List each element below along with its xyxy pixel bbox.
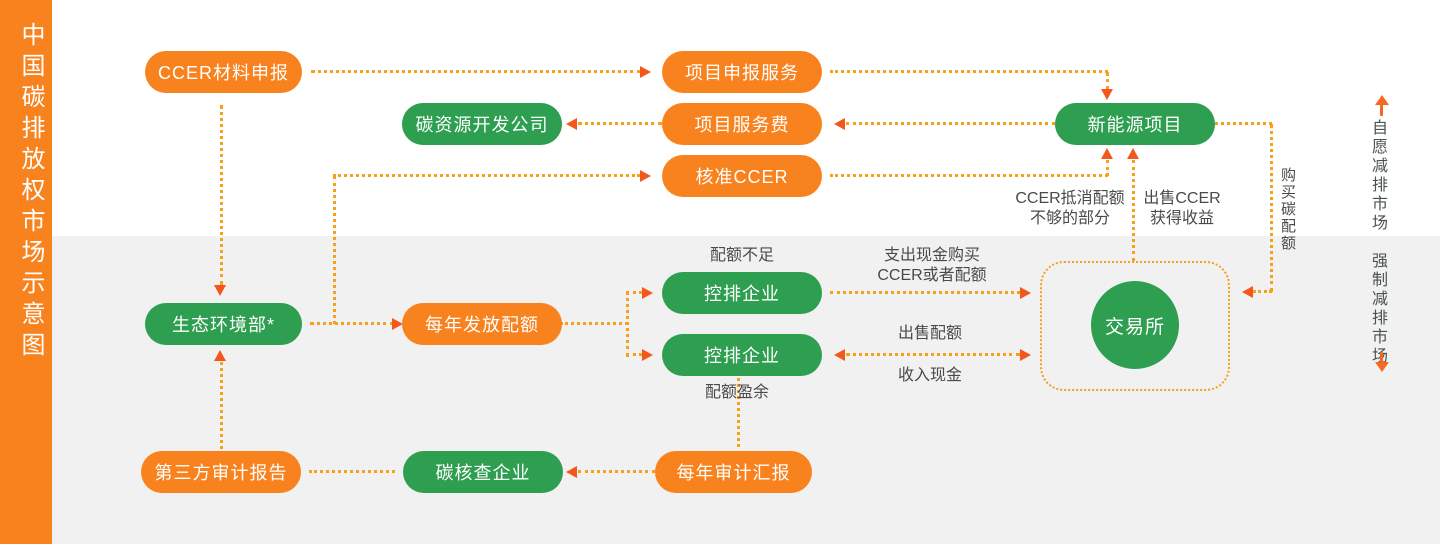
connector-newenergy-to-exchange-h1 [1215,122,1272,125]
arrowhead-material-to-apply [640,66,651,78]
node-approved-ccer: 核准CCER [662,155,822,197]
label-sell-ccer: 出售CCER 获得收益 [1122,189,1242,229]
connector-enterprise2-to-audit [737,378,740,447]
connector-enterprise1-to-exchange [830,291,1020,294]
arrowhead-quota-to-enterprise1 [642,287,653,299]
label-ccer-offset: CCER抵消配额 不够的部分 [1008,189,1132,229]
connector-apply-to-newenergy-h [830,70,1108,73]
connector-audit-to-verify [578,470,655,473]
connector-newenergy-to-exchange-h2 [1253,290,1272,293]
node-exchange: 交易所 [1091,281,1179,369]
arrowhead-exchange-to-newenergy [1127,148,1139,159]
arrowhead-material-to-ministry [214,285,226,296]
connector-ccer-to-newenergy-h [830,174,1108,177]
arrowhead-ministry-to-ccer [640,170,651,182]
label-sell-ccer-line2: 获得收益 [1149,210,1214,227]
exchange-dotted-boundary [1040,261,1230,391]
node-ministry-ecology: 生态环境部* [145,303,302,345]
node-carbon-dev-company: 碳资源开发公司 [402,103,562,145]
node-annual-audit-report: 每年审计汇报 [655,451,812,493]
connector-quota-to-enterprise1 [626,291,642,294]
node-annual-quota-issue: 每年发放配额 [402,303,562,345]
voluntary-market-arrow-stem [1380,104,1383,116]
mandatory-market-label: 强制减排市场 [1369,252,1386,366]
label-sell-ccer-line1: 出售CCER [1143,190,1221,207]
node-ccer-material: CCER材料申报 [145,51,302,93]
connector-apply-to-newenergy-v [1106,72,1109,90]
diagram-title: 中国碳排放权市场示意图 [17,22,44,363]
connector-quota-bracket-h [560,322,628,325]
connector-fee-to-devco [578,122,662,125]
label-pay-cash: 支出现金购买 CCER或者配额 [852,246,1012,286]
connector-quota-to-enterprise2 [626,353,642,356]
label-income-cash: 收入现金 [897,367,962,384]
connector-material-to-apply [311,70,641,73]
node-carbon-verification-company: 碳核查企业 [403,451,563,493]
node-controlled-enterprise-short: 控排企业 [662,272,822,314]
label-pay-cash-line2: CCER或者配额 [877,267,987,284]
label-ccer-offset-line1: CCER抵消配额 [1015,190,1125,207]
arrowhead-ccer-to-newenergy [1101,148,1113,159]
node-project-service-fee: 项目服务费 [662,103,822,145]
arrowhead-enterprise1-to-exchange [1020,287,1031,299]
mandatory-market-arrow-stem [1380,352,1383,364]
voluntary-market-up-arrow-icon [1375,95,1389,105]
arrowhead-fee-to-devco [566,118,577,130]
arrowhead-enterprise2-to-exchange [1020,349,1031,361]
connector-ministry-to-ccer-h [333,174,640,177]
connector-report-to-ministry [220,362,223,449]
arrowhead-newenergy-to-exchange [1242,286,1253,298]
mandatory-market-down-arrow-icon [1375,362,1389,372]
connector-verify-to-report [309,470,395,473]
label-pay-cash-line1: 支出现金购买 [883,247,980,264]
node-new-energy-project: 新能源项目 [1055,103,1215,145]
arrowhead-newenergy-to-fee [834,118,845,130]
label-sell-quota: 出售配额 [897,325,962,342]
arrowhead-apply-to-newenergy [1101,89,1113,100]
arrowhead-quota-to-enterprise2 [642,349,653,361]
connector-ccer-to-newenergy-v [1106,160,1109,176]
arrowhead-audit-to-verify [566,466,577,478]
sidebar [0,0,52,544]
node-third-party-audit-report: 第三方审计报告 [141,451,301,493]
connector-newenergy-to-exchange-v [1270,124,1273,292]
arrowhead-ministry-to-quota [392,318,403,330]
label-buy-carbon-quota: 购买碳配额 [1279,167,1296,252]
node-controlled-enterprise-surplus: 控排企业 [662,334,822,376]
connector-newenergy-to-fee [846,122,1055,125]
connector-ministry-to-quota [310,322,394,325]
connector-enterprise2-exchange [846,353,1020,356]
connector-material-to-ministry [220,105,223,285]
label-quota-short: 配额不足 [709,247,774,264]
node-project-apply-service: 项目申报服务 [662,51,822,93]
connector-exchange-to-newenergy [1132,160,1135,261]
voluntary-market-label: 自愿减排市场 [1369,119,1386,233]
label-quota-surplus: 配额盈余 [704,384,769,401]
connector-quota-bracket-v [626,291,629,357]
arrowhead-exchange-to-enterprise2 [834,349,845,361]
arrowhead-report-to-ministry [214,350,226,361]
connector-ministry-to-ccer-v [333,176,336,324]
label-ccer-offset-line2: 不够的部分 [1029,210,1110,227]
